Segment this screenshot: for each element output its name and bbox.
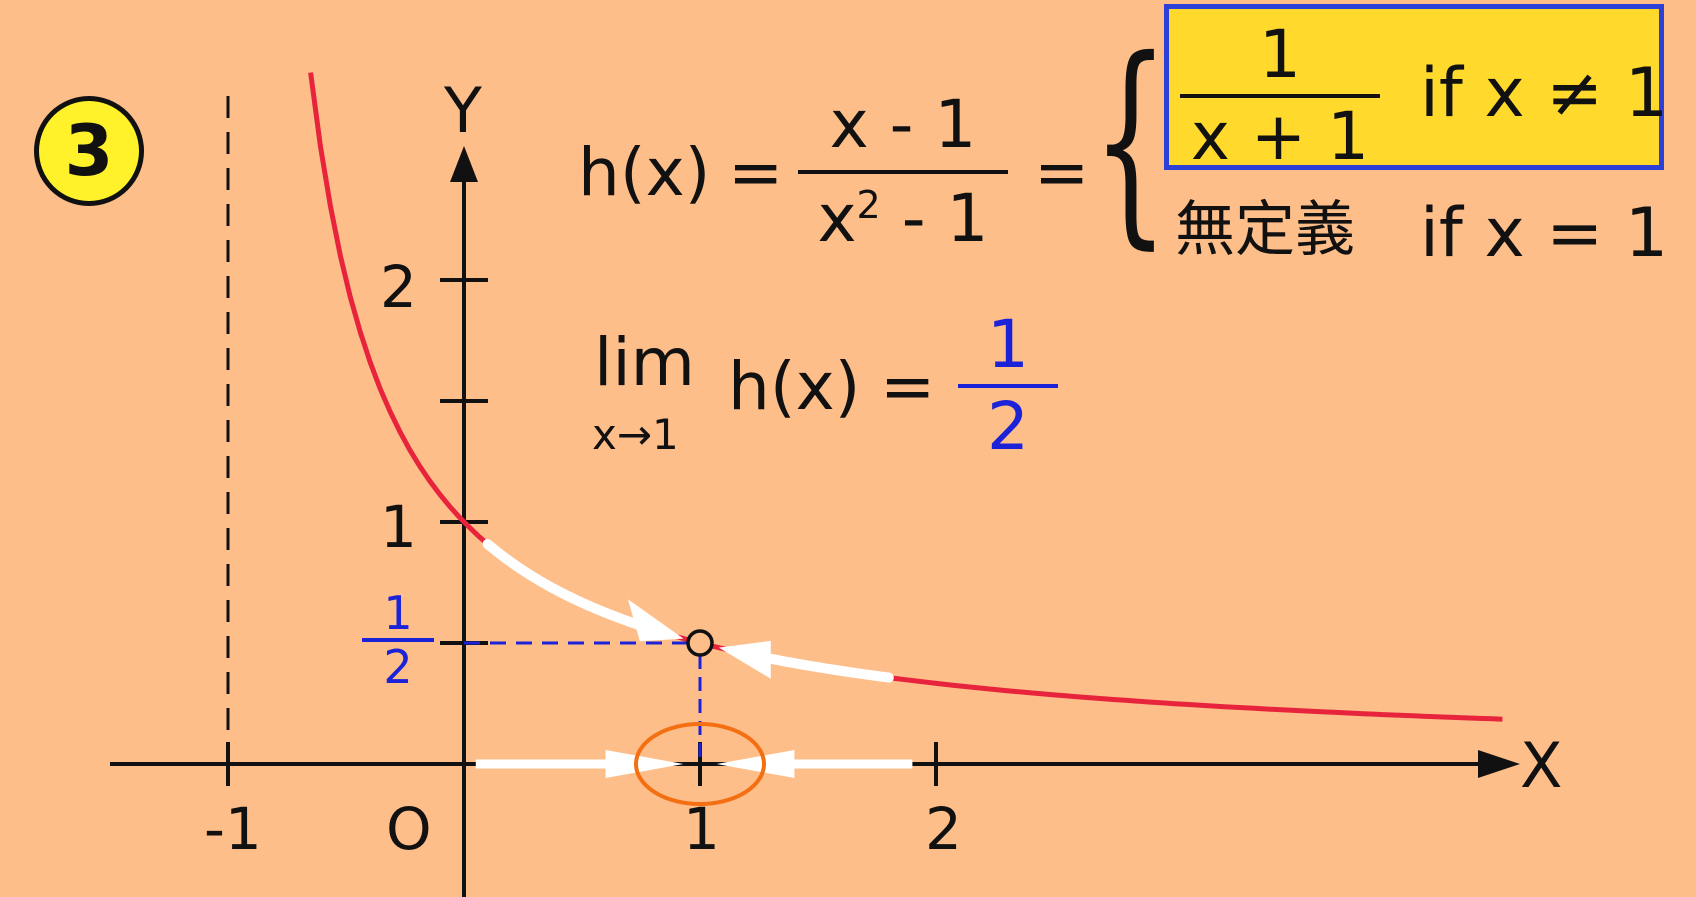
curve-approach-left [482, 539, 646, 631]
main-fraction-bar [798, 170, 1008, 174]
x-arrowhead-left [605, 750, 684, 778]
y-half-fraction-bar [362, 638, 434, 642]
x-tick-label-1: 1 [683, 795, 720, 863]
main-fraction: x - 1 x2 - 1 [798, 92, 1008, 252]
curve-arrowhead-left [627, 599, 684, 642]
problem-number-badge: 3 [34, 96, 144, 206]
y-half-numerator: 1 [383, 586, 413, 640]
denominator-exponent: 2 [856, 183, 881, 227]
y-half-denominator: 2 [383, 640, 413, 694]
y-tick-label-2: 2 [380, 253, 417, 321]
lim-function: h(x) [728, 348, 861, 425]
case1-condition: if x ≠ 1 [1420, 54, 1669, 133]
curve-arrowhead-right [718, 640, 771, 679]
hx-lhs: h(x) [578, 134, 711, 211]
main-denominator: x2 - 1 [798, 186, 1008, 252]
main-numerator: x - 1 [829, 86, 977, 163]
lim-word: lim [594, 324, 695, 401]
y-tick-label-1: 1 [380, 493, 417, 561]
eq-sign-2: = [1034, 134, 1090, 211]
highlight-box [1164, 4, 1664, 170]
denominator-base: x [817, 180, 857, 257]
x-one-ellipse [634, 722, 766, 806]
case1-fraction-bar [1180, 94, 1380, 98]
piecewise-brace: { [1092, 12, 1169, 268]
lim-subscript: x→1 [592, 410, 679, 459]
case1-denominator: x + 1 [1190, 98, 1370, 175]
x-tick-label-2: 2 [925, 795, 962, 863]
case2-text: 無定義 [1175, 195, 1355, 265]
case1-numerator: 1 [1259, 16, 1301, 93]
x-tick-label-neg1: -1 [204, 795, 262, 863]
problem-number: 3 [64, 110, 114, 192]
hole-point [686, 629, 714, 657]
lim-value-numerator: 1 [987, 306, 1029, 383]
lim-value-fraction: 1 2 [958, 312, 1058, 460]
x-axis-arrowhead [1478, 750, 1520, 778]
lim-value-denominator: 2 [987, 388, 1029, 465]
y-axis-arrowhead [450, 146, 478, 182]
case2-condition: if x = 1 [1420, 194, 1669, 273]
case1-fraction: 1 x + 1 [1180, 22, 1380, 170]
eq-sign-1: = [728, 134, 784, 211]
lim-value-fraction-bar [958, 384, 1058, 388]
lim-eq-sign: = [880, 348, 936, 425]
x-arrowhead-right [716, 750, 795, 778]
origin-label: O [386, 795, 432, 863]
y-axis-label: Y [444, 74, 482, 147]
x-axis-label: X [1520, 729, 1563, 802]
curve-approach-right [754, 651, 894, 683]
denominator-rest: - 1 [880, 180, 989, 257]
y-tick-label-half: 1 2 [362, 590, 434, 690]
